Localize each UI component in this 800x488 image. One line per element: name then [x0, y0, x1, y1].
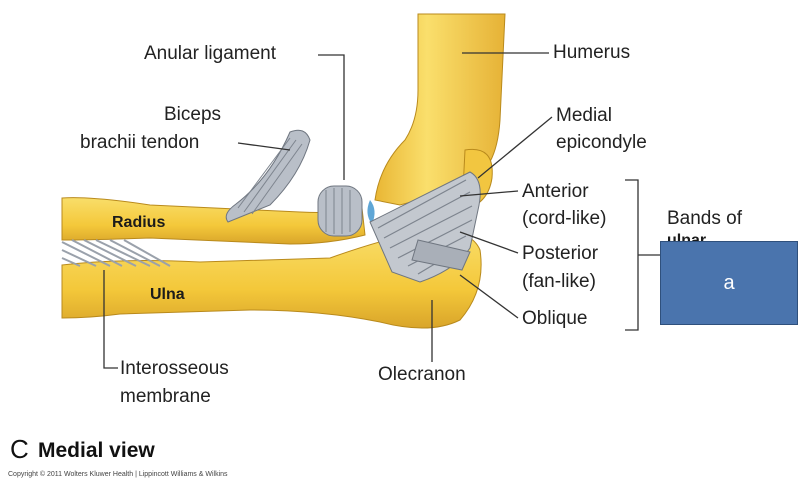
view-letter: C — [10, 434, 29, 464]
bands-label-line1: Bands of — [667, 208, 742, 229]
medial-epicondyle-label-line1: Medial — [556, 105, 612, 126]
posterior-label-line2: (fan-like) — [522, 271, 596, 292]
leader-lines — [103, 52, 660, 369]
copyright-notice: Copyright © 2011 Wolters Kluwer Health |… — [8, 471, 228, 478]
interosseous-membrane-shape — [61, 239, 171, 267]
radius-label: Radius — [112, 214, 166, 231]
biceps-label-line1: Biceps — [164, 104, 222, 125]
anterior-label-line2: (cord-like) — [522, 208, 607, 229]
interosseous-label-line1: Interosseous — [120, 358, 229, 379]
humerus-label: Humerus — [553, 42, 631, 63]
interosseous-label-line2: membrane — [120, 386, 211, 407]
radius-shape — [61, 197, 366, 245]
biceps-tendon-shape — [225, 129, 311, 223]
biceps-label-line2: brachii tendon — [80, 132, 200, 153]
posterior-label-line1: Posterior — [522, 243, 599, 264]
answer-overlay-box[interactable]: a — [660, 241, 798, 325]
bands-label-line2: ulnar — [667, 232, 707, 241]
oblique-band-shape — [411, 239, 471, 271]
medial-epicondyle-label-line2: epicondyle — [556, 132, 647, 153]
anterior-label-line1: Anterior — [522, 181, 589, 202]
anular-ligament-label: Anular ligament — [144, 43, 277, 64]
answer-text: a — [723, 271, 735, 294]
anular-ligament-shape — [317, 185, 363, 237]
oblique-label: Oblique — [522, 308, 588, 329]
olecranon-label: Olecranon — [378, 364, 466, 385]
view-title: Medial view — [38, 439, 155, 462]
ulna-label: Ulna — [150, 286, 185, 303]
